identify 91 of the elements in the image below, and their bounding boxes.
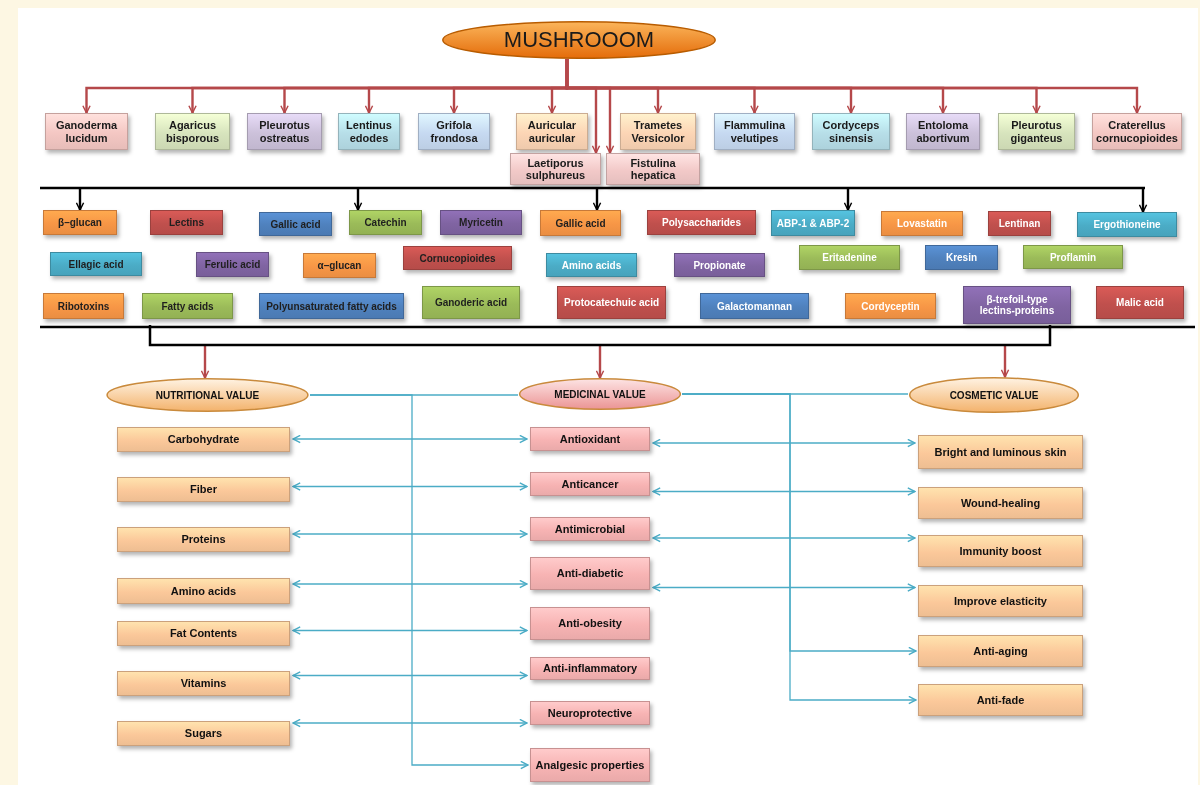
species-box: Flammulina velutipes: [714, 113, 795, 150]
compound-box: Catechin: [349, 210, 422, 235]
arrow: [1000, 346, 1010, 378]
arrow: [652, 438, 916, 448]
arrow: [652, 583, 916, 592]
benefit-box: Wound-healing: [918, 487, 1083, 519]
compound-box: Ergothioneine: [1077, 212, 1177, 237]
compound-box: Cornucopioides: [403, 246, 512, 270]
compound-box: Gallic acid: [259, 212, 332, 236]
benefit-box: Sugars: [117, 721, 290, 746]
compound-box: Lectins: [150, 210, 223, 235]
compound-box: Galactomannan: [700, 293, 809, 319]
compound-box: Malic acid: [1096, 286, 1184, 319]
compound-box: Polysaccharides: [647, 210, 756, 235]
compound-box: α–glucan: [303, 253, 376, 278]
compound-box: β-trefoil-type lectins-proteins: [963, 286, 1071, 324]
compound-box: Ribotoxins: [43, 293, 124, 319]
arrow: [1138, 188, 1148, 213]
arrow: [292, 529, 528, 539]
arrow: [592, 188, 602, 211]
benefit-box: Anti-inflammatory: [530, 657, 650, 680]
species-box: Fistulina hepatica: [606, 153, 700, 185]
bracket: [148, 325, 1052, 347]
benefit-box: Bright and luminous skin: [918, 435, 1083, 469]
species-box: Lentinus edodes: [338, 113, 400, 150]
compound-box: Proflamin: [1023, 245, 1123, 269]
category-oval: NUTRITIONAL VALUE: [105, 378, 310, 412]
arrow: [292, 482, 528, 491]
benefit-box: Anti-obesity: [530, 607, 650, 640]
compound-box: β–glucan: [43, 210, 117, 235]
compound-box: Eritadenine: [799, 245, 900, 270]
arrow: [595, 346, 605, 379]
benefit-box: Fat Contents: [117, 621, 290, 646]
compound-box: Myricetin: [440, 210, 522, 235]
benefit-box: Anti-fade: [918, 684, 1083, 716]
category-oval: MUSHROOOM: [440, 21, 718, 59]
benefit-box: Fiber: [117, 477, 290, 502]
compound-box: Amino acids: [546, 253, 637, 277]
arrow: [75, 188, 85, 211]
species-box: Ganoderma lucidum: [45, 113, 128, 150]
compound-box: Protocatechuic acid: [557, 286, 666, 319]
benefit-box: Improve elasticity: [918, 585, 1083, 617]
benefit-box: Amino acids: [117, 578, 290, 604]
bracket-line: [40, 186, 1145, 190]
benefit-box: Immunity boost: [918, 535, 1083, 567]
arrow: [353, 188, 363, 211]
compound-box: Ganoderic acid: [422, 286, 520, 319]
compound-box: Kresin: [925, 245, 998, 270]
species-box: Craterellus cornucopioides: [1092, 113, 1182, 150]
species-box: Grifola frondosa: [418, 113, 490, 150]
compound-box: Lovastatin: [881, 211, 963, 236]
arrow: [200, 346, 210, 379]
species-box: Pleurotus giganteus: [998, 113, 1075, 150]
benefit-box: Antimicrobial: [530, 517, 650, 541]
species-box: Auricular auricular: [516, 113, 588, 150]
category-oval: COSMETIC VALUE: [908, 377, 1080, 413]
benefit-box: Anti-diabetic: [530, 557, 650, 590]
arrow: [292, 626, 528, 635]
benefit-box: Analgesic properties: [530, 748, 650, 782]
benefit-box: Antioxidant: [530, 427, 650, 451]
compound-box: Ferulic acid: [196, 252, 269, 277]
arrow: [681, 393, 917, 705]
species-box: Agaricus bisporous: [155, 113, 230, 150]
benefit-box: Anti-aging: [918, 635, 1083, 667]
arrow: [652, 533, 916, 543]
species-box: Pleurotus ostreatus: [247, 113, 322, 150]
benefit-box: Anticancer: [530, 472, 650, 496]
benefit-box: Vitamins: [117, 671, 290, 696]
compound-box: Cordyceptin: [845, 293, 936, 319]
compound-box: Lentinan: [988, 211, 1051, 236]
species-box: Cordyceps sinensis: [812, 113, 890, 150]
benefit-box: Proteins: [117, 527, 290, 552]
species-box: Trametes Versicolor: [620, 113, 696, 150]
compound-box: ABP-1 & ABP-2: [771, 210, 855, 236]
compound-box: Gallic acid: [540, 210, 621, 236]
compound-box: Polyunsaturated fatty acids: [259, 293, 404, 319]
arrow: [292, 434, 528, 444]
compound-box: Propionate: [674, 253, 765, 277]
arrow: [843, 188, 853, 211]
arrow: [292, 718, 528, 728]
arrow: [292, 671, 528, 680]
benefit-box: Neuroprotective: [530, 701, 650, 725]
species-box: Laetiporus sulphureus: [510, 153, 601, 185]
arrow: [652, 487, 916, 496]
compound-box: Fatty acids: [142, 293, 233, 319]
benefit-box: Carbohydrate: [117, 427, 290, 452]
arrow: [292, 579, 528, 589]
category-oval: MEDICINAL VALUE: [518, 378, 682, 410]
arrow: [309, 394, 529, 770]
compound-box: Ellagic acid: [50, 252, 142, 276]
species-box: Entoloma abortivum: [906, 113, 980, 150]
